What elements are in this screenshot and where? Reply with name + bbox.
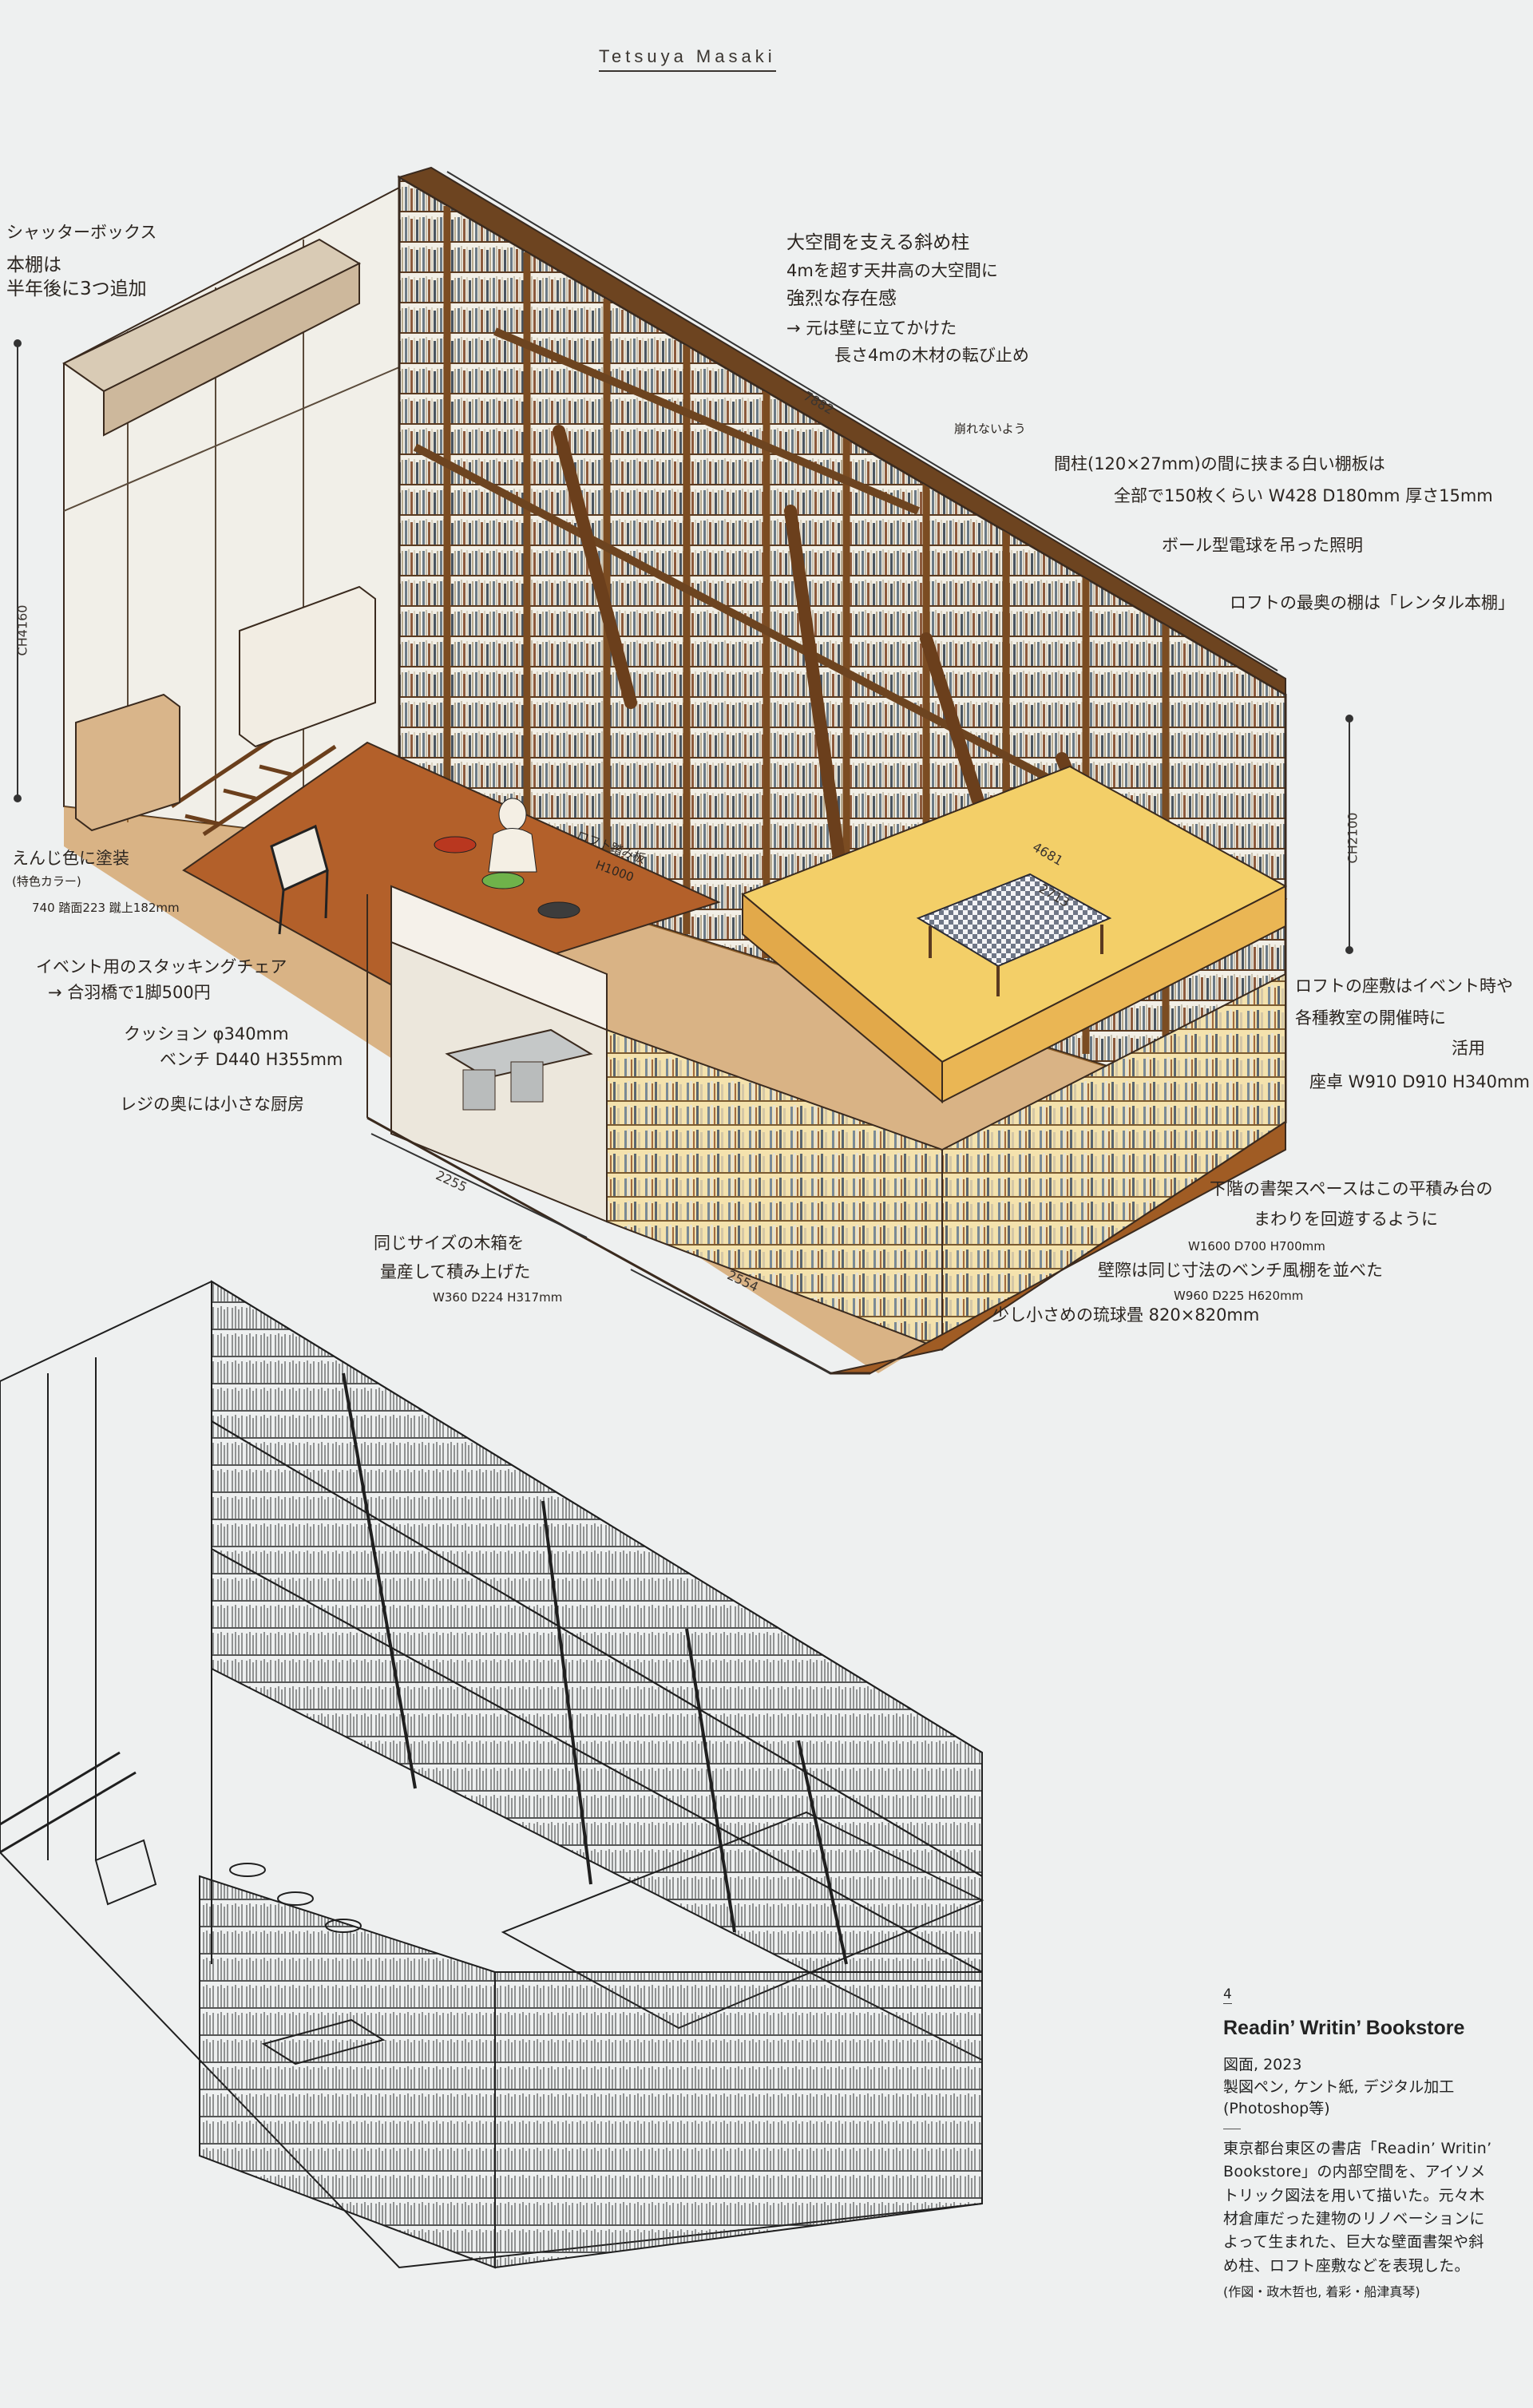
annotation-column-title: 大空間を支える斜め柱 xyxy=(786,232,970,253)
caption-number: 4 xyxy=(1223,1986,1232,2004)
annotation-kitchen: レジの奥には小さな厨房 xyxy=(120,1095,304,1114)
annotation-column-line1: 4mを超す天井高の大空間に xyxy=(786,261,998,280)
annotation-table: 座卓 W910 D910 H340mm xyxy=(1309,1072,1530,1091)
annotation-beware: 崩れないよう xyxy=(954,422,1026,436)
annotation-lighting: ボール型電球を吊った照明 xyxy=(1162,536,1363,555)
annotation-tatami: 少し小さめの琉球畳 820×820mm xyxy=(992,1305,1260,1325)
annotation-loft-floor3: 活用 xyxy=(1452,1039,1485,1058)
dimension-ch-right: CH2100 xyxy=(1345,812,1361,864)
annotation-cushion2: ベンチ D440 H355mm xyxy=(160,1050,343,1069)
annotation-stairs: 740 踏面223 蹴上182mm xyxy=(32,901,180,915)
annotation-shutter-box: シャッターボックス xyxy=(6,223,157,242)
annotation-boxes2: 量産して積み上げた xyxy=(380,1262,531,1281)
annotation-chairs1: イベント用のスタッキングチェア xyxy=(36,957,287,976)
annotation-rental: ロフトの最奥の棚は「レンタル本棚」 xyxy=(1230,593,1515,612)
caption-meta-software: (Photoshop等) xyxy=(1223,2100,1330,2118)
dimension-ch-left: CH4160 xyxy=(14,604,30,656)
caption-credit: (作図・政木哲也, 着彩・船津真琴) xyxy=(1223,2284,1420,2300)
annotation-chairs2: → 合羽橋で1脚500円 xyxy=(48,983,211,1002)
annotation-boxes-dim: W360 D224 H317mm xyxy=(433,1290,563,1305)
annotation-shelf-board1: 間柱(120×27mm)の間に挟まる白い棚板は xyxy=(1054,454,1385,473)
annotation-boxes1: 同じサイズの木箱を xyxy=(374,1234,525,1253)
annotation-column-line4: 長さ4mの木材の転び止め xyxy=(834,346,1029,365)
annotation-paint1: えんじ色に塗装 xyxy=(12,849,129,868)
annotation-column-line3: → 元は壁に立てかけた xyxy=(786,319,957,338)
caption-title: Readin’ Writin’ Bookstore xyxy=(1223,2017,1465,2039)
artwork-caption: 4 Readin’ Writin’ Bookstore 図面, 2023 製図ペ… xyxy=(1223,1986,1499,2300)
annotation-loft-floor2: 各種教室の開催時に xyxy=(1295,1008,1446,1028)
caption-meta-date: 図面, 2023 xyxy=(1223,2056,1302,2073)
annotation-column-line2: 強烈な存在感 xyxy=(786,288,897,309)
annotation-shelf-add: 本棚は 半年後に3つ追加 xyxy=(6,255,147,299)
annotation-lower1: 下階の書架スペースはこの平積み台の xyxy=(1210,1179,1493,1198)
annotation-lower-dim: W1600 D700 H700mm xyxy=(1188,1239,1325,1254)
annotation-paint2: (特色カラー) xyxy=(12,874,81,889)
annotation-cushion1: クッション φ340mm xyxy=(124,1024,289,1044)
annotation-shelf-board2: 全部で150枚くらい W428 D180mm 厚さ15mm xyxy=(1114,486,1493,505)
annotation-wall1: 壁際は同じ寸法のベンチ風棚を並べた xyxy=(1098,1261,1383,1280)
annotation-lower2: まわりを回遊するように xyxy=(1254,1210,1438,1229)
caption-meta-media: 製図ペン, ケント紙, デジタル加工 xyxy=(1223,2077,1455,2096)
annotation-wall-dim: W960 D225 H620mm xyxy=(1174,1289,1304,1303)
author-header: Tetsuya Masaki xyxy=(599,46,776,72)
caption-body: 東京都台東区の書店「Readin’ Writin’ Bookstore」の内部空… xyxy=(1223,2139,1492,2275)
annotation-loft-floor1: ロフトの座敷はイベント時や xyxy=(1295,976,1513,996)
colored-isometric-drawing xyxy=(14,166,1353,1375)
